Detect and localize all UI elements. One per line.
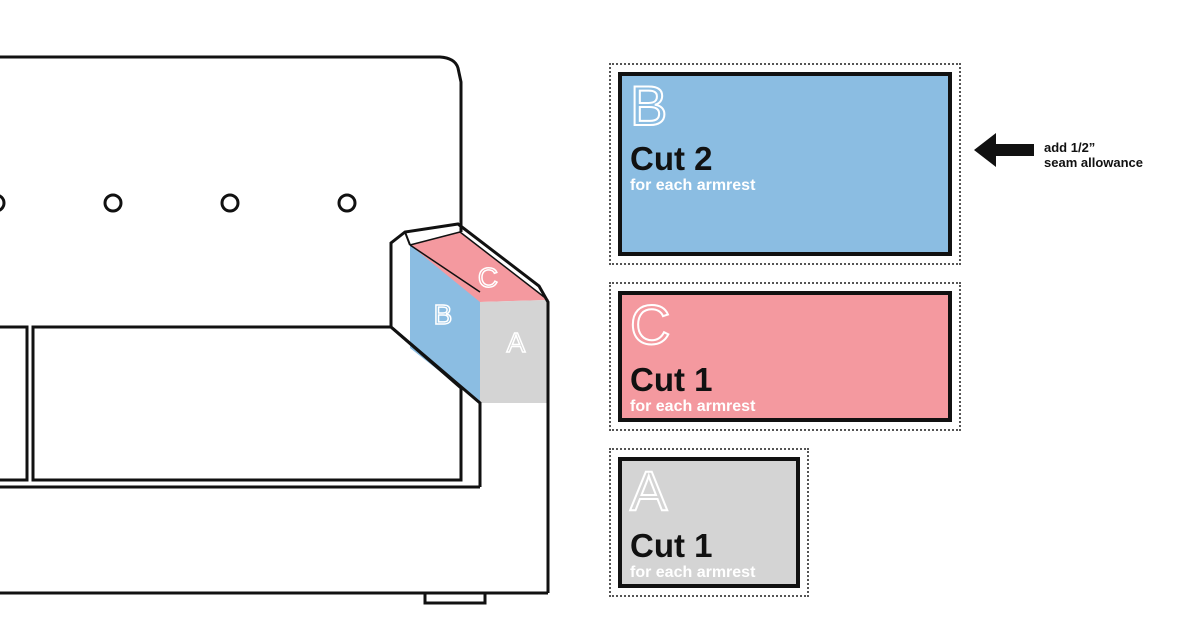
sofa-backrest bbox=[0, 55, 463, 232]
seat-cushion-left bbox=[0, 325, 29, 482]
pattern-piece-a-fabric: A Cut 1 for each armrest bbox=[618, 457, 800, 588]
seam-allowance-line1: add 1/2” bbox=[1044, 140, 1096, 155]
pattern-letter: A bbox=[629, 459, 668, 522]
tufting-button bbox=[0, 194, 6, 212]
cut-description: for each armrest bbox=[630, 398, 756, 415]
sofa-label-b: B bbox=[434, 299, 453, 330]
armrest-piece-c bbox=[410, 232, 548, 302]
arrow-left-icon bbox=[974, 133, 1034, 167]
armrest-top bbox=[389, 222, 550, 593]
pattern-letter: B bbox=[629, 74, 668, 137]
tufting-button bbox=[103, 193, 123, 213]
sofa-diagram: C B A bbox=[0, 55, 550, 605]
cut-description: for each armrest bbox=[630, 177, 756, 194]
cut-count: Cut 2 bbox=[630, 140, 713, 177]
tufting-button bbox=[220, 193, 240, 213]
pattern-piece-a: A Cut 1 for each armrest bbox=[609, 448, 809, 597]
sofa-label-c: C bbox=[478, 262, 498, 293]
pattern-piece-c-fabric: C Cut 1 for each armrest bbox=[618, 291, 952, 422]
armrest-piece-a bbox=[480, 300, 548, 403]
tufting-button bbox=[337, 193, 357, 213]
pattern-letter: C bbox=[629, 293, 671, 356]
pattern-piece-b-fabric: B Cut 2 for each armrest bbox=[618, 72, 952, 256]
cut-count: Cut 1 bbox=[630, 527, 713, 564]
sofa-foot bbox=[423, 591, 487, 605]
seat-cushion-right bbox=[31, 325, 463, 482]
cut-count: Cut 1 bbox=[630, 361, 713, 398]
seam-allowance-line2: seam allowance bbox=[1044, 155, 1143, 170]
seam-allowance-note: add 1/2” seam allowance bbox=[1044, 140, 1194, 170]
cut-description: for each armrest bbox=[630, 564, 756, 581]
sofa-label-a: A bbox=[507, 327, 526, 358]
pattern-piece-c: C Cut 1 for each armrest bbox=[609, 282, 961, 431]
pattern-piece-b: B Cut 2 for each armrest bbox=[609, 63, 961, 265]
